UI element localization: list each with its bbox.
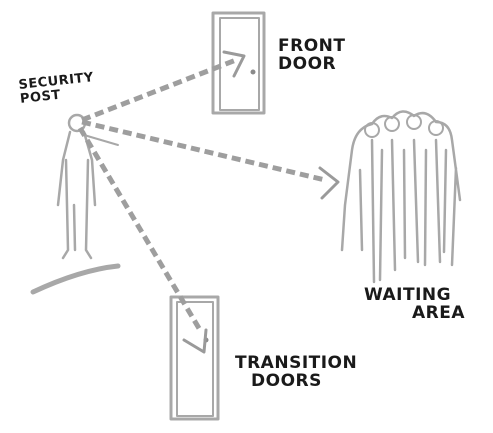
front-door-label-line-2: DOOR <box>278 56 345 74</box>
transition-doors-label-line-2: DOORS <box>235 373 357 391</box>
front-door-icon <box>213 13 264 113</box>
front-door-label: FRONT DOOR <box>278 38 345 74</box>
wall-sketch-line <box>33 266 118 292</box>
security-guard-figure-icon <box>58 115 118 258</box>
sightline-arrow-waiting-area <box>82 122 325 180</box>
transition-doors-icon <box>171 297 218 419</box>
waiting-area-label-line-2: AREA <box>364 305 465 323</box>
waiting-area-label: WAITING AREA <box>364 287 465 323</box>
waiting-crowd-icon <box>342 111 460 282</box>
arrowhead-transition-doors <box>184 330 206 352</box>
arrowhead-waiting-area <box>320 168 338 198</box>
sightline-arrow-transition-doors <box>80 128 200 330</box>
transition-doors-label: TRANSITION DOORS <box>235 355 357 391</box>
